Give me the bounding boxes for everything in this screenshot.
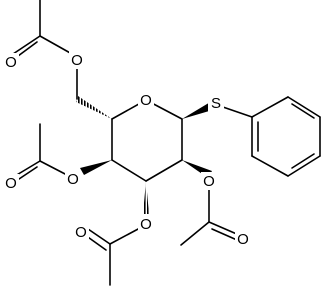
c4-o4-wedge-bond	[80, 160, 112, 175]
o6-acetate	[12, 0, 73, 60]
svg-text:O: O	[140, 92, 152, 109]
pyranose-ring	[111, 99, 183, 182]
svg-text:O: O	[67, 171, 79, 188]
o4-ester-oxygen-label: O	[65, 170, 81, 188]
o2-acetate	[180, 188, 240, 246]
svg-text:O: O	[237, 231, 249, 248]
s-phenyl-bond	[219, 105, 253, 118]
svg-text:O: O	[140, 216, 152, 233]
o2-ester-oxygen-label: O	[201, 172, 217, 190]
svg-text:O: O	[75, 224, 87, 241]
svg-text:O: O	[71, 52, 83, 69]
svg-text:O: O	[203, 173, 215, 190]
svg-text:S: S	[211, 95, 221, 112]
c1-s-wedge-bond	[182, 101, 216, 119]
phenyl-ring	[251, 96, 321, 177]
o3-ester-oxygen-label: O	[138, 215, 154, 233]
o6-carbonyl-oxygen-label: O	[3, 53, 19, 71]
thio-sulfur-label: S	[208, 94, 224, 112]
o3-acetate	[84, 227, 141, 286]
o4-acetate	[14, 123, 68, 182]
o3-carbonyl-oxygen-label: O	[73, 223, 89, 241]
ring-oxygen-label: O	[138, 91, 154, 109]
svg-text:O: O	[5, 54, 17, 71]
o2-carbonyl-oxygen-label: O	[235, 230, 251, 248]
o6-ester-oxygen-label: O	[69, 51, 85, 69]
c3-o3-hash-bond	[143, 181, 149, 214]
c5-ch2-hash-bond	[76, 96, 112, 119]
o4-carbonyl-oxygen-label: O	[3, 174, 19, 192]
svg-text:O: O	[5, 175, 17, 192]
